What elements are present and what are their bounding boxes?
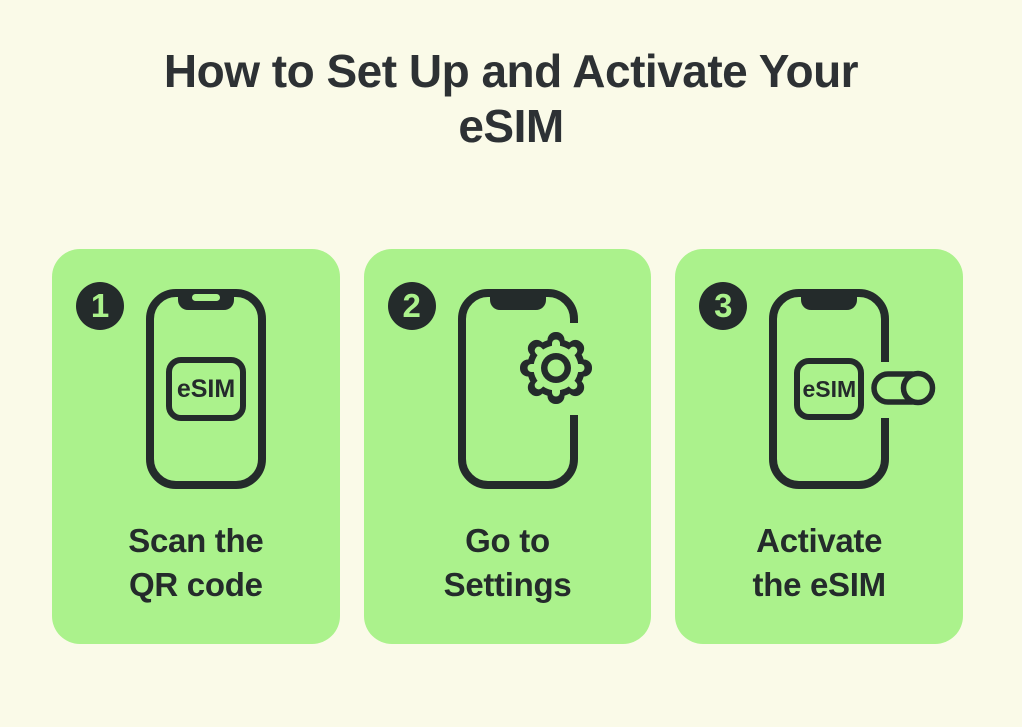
- step-2-number-badge: 2: [387, 282, 436, 330]
- esim-label: eSIM: [176, 374, 236, 403]
- step-1-caption: Scan the QR code: [52, 519, 340, 607]
- step-number: 3: [714, 286, 733, 324]
- step-card-3: 3 eSIM Activate the eSIM: [675, 249, 964, 644]
- esim-label: eSIM: [802, 375, 857, 402]
- phone-notch-icon: [489, 289, 546, 310]
- step-3-caption: Activate the eSIM: [675, 519, 963, 607]
- caption-line: Scan the: [128, 522, 264, 559]
- gear-icon: [519, 332, 592, 404]
- esim-chip-icon: eSIM: [166, 357, 246, 421]
- phone-notch-icon: [178, 289, 234, 310]
- step-2-caption: Go to Settings: [364, 519, 652, 607]
- caption-line: Settings: [443, 566, 572, 603]
- step-card-2: 2: [363, 249, 652, 644]
- page-title: How to Set Up and Activate Your eSIM: [163, 45, 859, 153]
- phone-speaker-icon: [192, 294, 220, 301]
- caption-line: QR code: [129, 566, 263, 603]
- esim-chip-icon: eSIM: [794, 358, 865, 420]
- caption-line: Go to: [465, 522, 550, 559]
- caption-line: the eSIM: [752, 566, 887, 603]
- smartphone-esim-icon: eSIM: [146, 289, 266, 489]
- steps-row: 1 eSIM Scan the QR code 2: [52, 249, 964, 644]
- caption-line: Activate: [756, 522, 883, 559]
- toggle-on-icon: [871, 370, 936, 406]
- step-number: 2: [402, 286, 421, 324]
- step-number: 1: [90, 286, 110, 324]
- phone-notch-icon: [801, 289, 858, 310]
- step-card-1: 1 eSIM Scan the QR code: [52, 249, 340, 644]
- step-1-number-badge: 1: [76, 282, 124, 330]
- smartphone-esim-toggle-icon: eSIM: [769, 289, 890, 489]
- esim-infographic: How to Set Up and Activate Your eSIM 1 e…: [0, 44, 1022, 727]
- step-3-number-badge: 3: [699, 282, 748, 330]
